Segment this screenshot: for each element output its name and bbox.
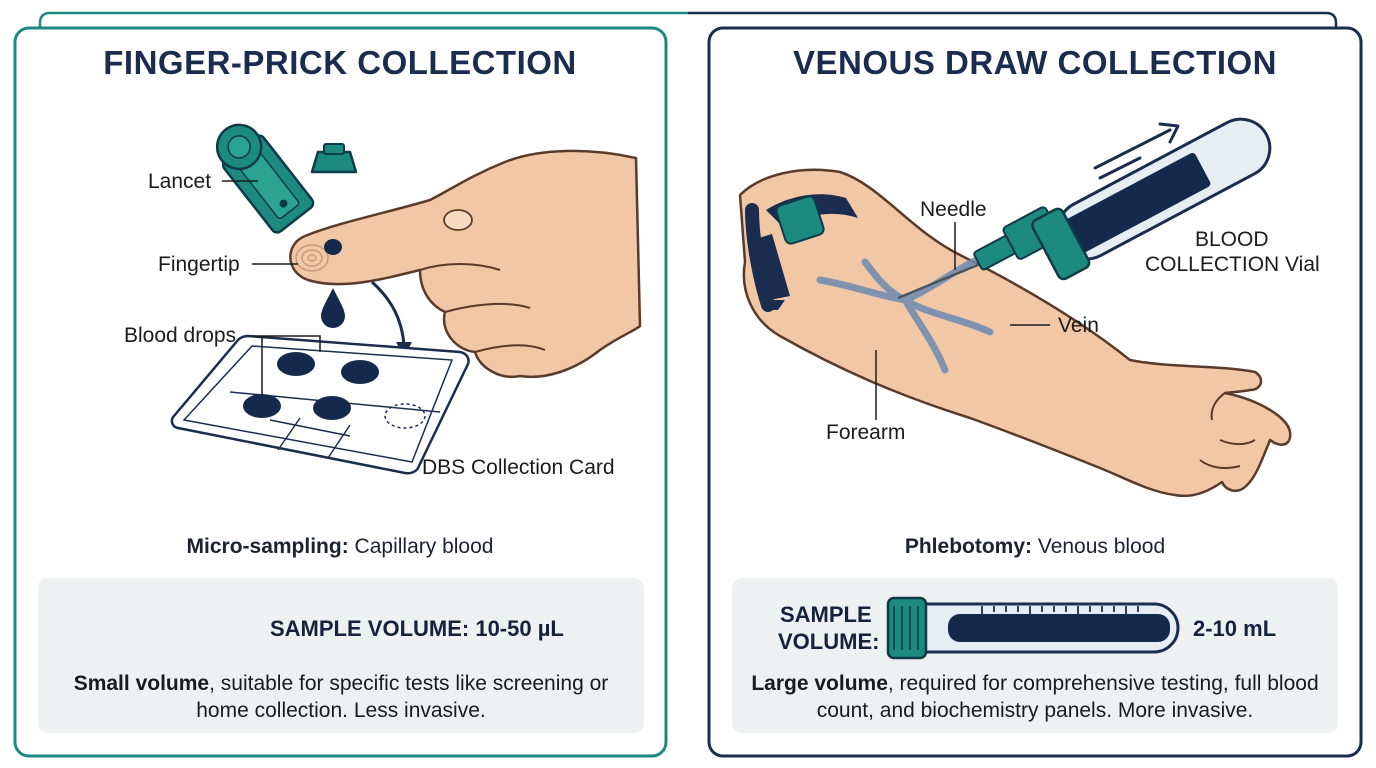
left-method-caption: Micro-sampling: Capillary blood	[40, 535, 640, 559]
left-volume-title: SAMPLE VOLUME: 10-50 µL	[270, 616, 564, 641]
volume-tube-icon	[886, 596, 1180, 660]
left-leader-lines	[222, 180, 321, 396]
right-volume-title-line2: VOLUME:	[778, 629, 880, 654]
right-desc-bold: Large volume	[751, 672, 888, 695]
left-method-bold: Micro-sampling:	[186, 535, 349, 558]
right-leader-lines	[875, 222, 1050, 420]
left-panel-title: FINGER-PRICK COLLECTION	[103, 44, 577, 81]
right-method-bold: Phlebotomy:	[904, 535, 1033, 558]
dbs-card-label: DBS Collection Card	[422, 456, 615, 479]
left-method-text: Capillary blood	[348, 535, 494, 558]
left-description: Small volume, suitable for specific test…	[60, 670, 622, 725]
tourniquet-icon	[745, 194, 858, 312]
right-volume-value: 2-10 mL	[1193, 616, 1277, 641]
vial-label-line2: COLLECTION Vial	[1145, 253, 1320, 276]
finger-hand-icon	[289, 149, 642, 379]
lancet-icon	[215, 123, 358, 234]
right-method-caption: Phlebotomy: Venous blood	[730, 535, 1340, 559]
fingertip-label: Fingertip	[158, 253, 240, 276]
dbs-card-icon	[170, 334, 470, 475]
right-method-text: Venous blood	[1032, 535, 1166, 558]
vein-label: Vein	[1058, 314, 1099, 337]
right-description: Large volume, required for comprehensive…	[750, 670, 1320, 725]
vial-icon	[1031, 117, 1272, 281]
left-info-box	[38, 578, 644, 733]
motion-arrow-icon	[1093, 122, 1180, 180]
forearm-label: Forearm	[826, 421, 906, 444]
lancet-label: Lancet	[148, 170, 212, 193]
right-volume-title-line1: SAMPLE	[780, 602, 872, 627]
vial-label-line1: BLOOD	[1195, 228, 1269, 251]
left-desc-bold: Small volume	[73, 672, 210, 695]
right-panel-title: VENOUS DRAW COLLECTION	[792, 44, 1277, 81]
right-desc-text: , required for comprehensive testing, fu…	[816, 672, 1319, 723]
left-desc-text: , suitable for specific tests like scree…	[196, 672, 609, 723]
blood-drops-label: Blood drops	[124, 324, 237, 347]
needle-label: Needle	[920, 198, 987, 221]
